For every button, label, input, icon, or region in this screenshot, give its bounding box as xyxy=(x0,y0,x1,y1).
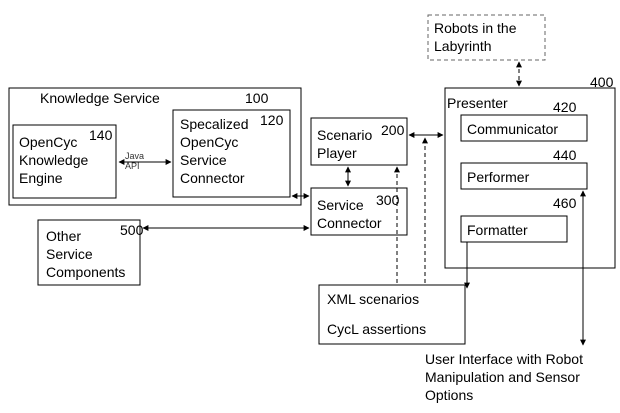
communicator-box xyxy=(460,114,588,142)
other-components-number: 500 xyxy=(120,222,144,238)
presenter-number: 400 xyxy=(590,74,614,90)
communicator-label: Communicator xyxy=(467,121,559,137)
performer-number: 440 xyxy=(553,147,577,163)
specialized-connector-number: 120 xyxy=(260,112,284,128)
robots-label: Robots in the Labyrinth xyxy=(434,20,517,54)
specialized-connector-label: Specalized OpenCyc Service Connector xyxy=(180,116,249,186)
formatter-label: Formatter xyxy=(467,222,528,238)
specialized-connector-box xyxy=(172,109,291,198)
presenter-label: Presenter xyxy=(447,95,508,111)
other-components-label: Other Service Components xyxy=(46,228,126,280)
performer-label: Performer xyxy=(467,169,530,185)
performer-box xyxy=(460,162,588,190)
xml-scenarios-label: XML scenarios xyxy=(327,291,420,307)
formatter-box xyxy=(460,215,568,243)
java-api-label: Java API xyxy=(125,151,145,171)
service-connector-label: Service Connector xyxy=(317,197,382,231)
scenario-player-box xyxy=(310,117,408,166)
user-interface-label: User Interface with Robot Manipulation a… xyxy=(425,351,583,403)
formatter-number: 460 xyxy=(553,195,577,211)
service-connector-number: 300 xyxy=(376,192,400,208)
opencyc-engine-label: OpenCyc Knowledge Engine xyxy=(19,134,89,186)
scenario-player-label: Scenario Player xyxy=(317,127,373,161)
opencyc-engine-box xyxy=(12,124,117,199)
knowledge-service-label: Knowledge Service xyxy=(40,90,160,106)
scenarios-box xyxy=(318,284,466,345)
scenario-player-number: 200 xyxy=(381,122,405,138)
cycl-assertions-label: CycL assertions xyxy=(327,321,427,337)
robots-box xyxy=(427,14,546,61)
knowledge-service-number: 100 xyxy=(245,90,269,106)
service-connector-box xyxy=(310,187,408,236)
other-components-box xyxy=(37,219,141,286)
communicator-number: 420 xyxy=(553,99,577,115)
opencyc-engine-number: 140 xyxy=(89,127,113,143)
